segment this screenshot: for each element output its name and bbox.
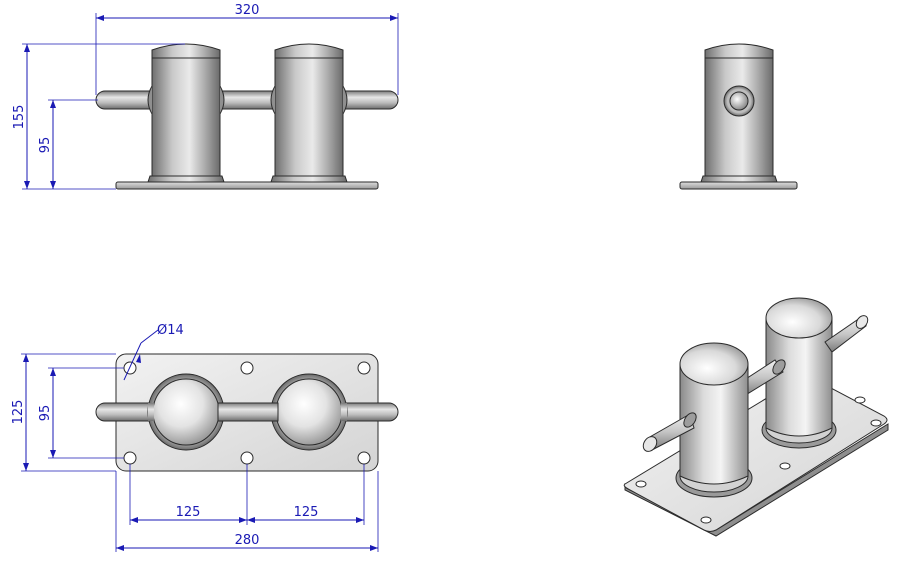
front-view — [95, 43, 399, 190]
dim-hole-spacing-vertical: 95 — [38, 405, 53, 422]
iso-front-post-top — [679, 342, 749, 386]
iso-hole-1 — [635, 480, 647, 488]
side-view — [679, 43, 798, 190]
side-base-plate — [679, 181, 798, 190]
mount-hole-top-middle — [240, 361, 254, 375]
front-right-post-flange — [270, 175, 348, 183]
iso-hole-2 — [779, 462, 791, 470]
dim-overall-width: 320 — [235, 3, 260, 18]
front-base-plate — [115, 181, 379, 190]
dim-overall-height: 155 — [12, 105, 27, 130]
dim-hole-diameter: Ø14 — [157, 323, 184, 338]
isometric-view — [623, 297, 889, 537]
front-right-post — [274, 43, 344, 183]
top-dimensions: Ø14 125 95 125 125 280 — [11, 323, 379, 552]
mount-hole-bottom-right — [357, 451, 371, 465]
dim-hole-spacing-left: 125 — [176, 505, 201, 520]
iso-hole-4 — [870, 419, 882, 427]
front-dimensions: 320 155 95 — [12, 3, 399, 190]
front-left-post-flange — [147, 175, 225, 183]
mount-hole-bottom-middle — [240, 451, 254, 465]
iso-hole-6 — [854, 396, 866, 404]
side-pin-end — [729, 91, 749, 111]
dim-plate-depth: 125 — [11, 400, 26, 425]
iso-hole-3 — [700, 516, 712, 524]
mount-hole-top-right — [357, 361, 371, 375]
dim-hole-spacing-right: 125 — [294, 505, 319, 520]
top-view — [95, 353, 399, 472]
top-left-post-dome — [152, 378, 220, 446]
iso-back-post-top — [765, 297, 833, 339]
top-right-post-dome — [275, 378, 343, 446]
iso-front-post — [679, 363, 749, 485]
mount-hole-bottom-left — [123, 451, 137, 465]
dim-plate-width: 280 — [235, 533, 260, 548]
front-left-post — [151, 43, 221, 183]
dim-pin-height: 95 — [38, 137, 53, 154]
iso-back-post — [765, 317, 833, 437]
